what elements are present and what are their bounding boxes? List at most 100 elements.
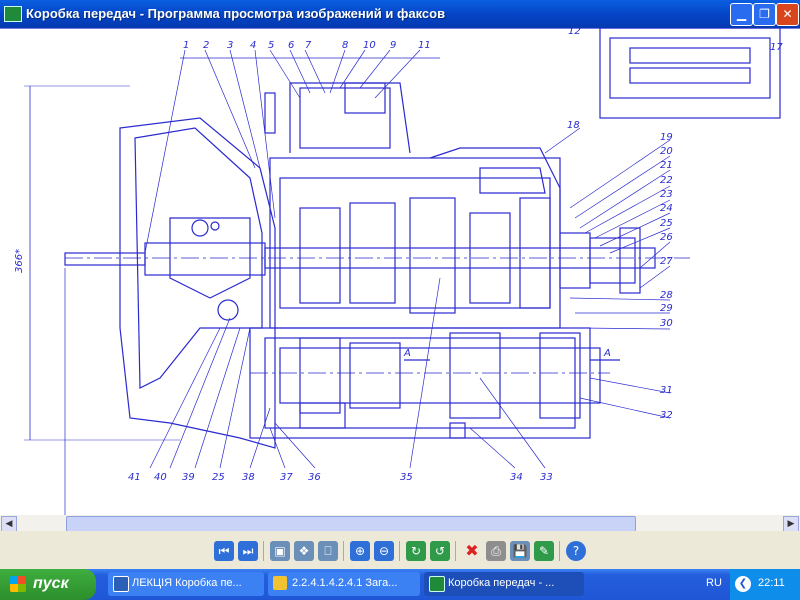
callout-4: 4	[250, 40, 256, 51]
scroll-right-button[interactable]: ▶	[783, 516, 799, 532]
edit-button[interactable]: ✎	[534, 541, 554, 561]
maximize-icon: ❐	[759, 7, 770, 21]
callout-29: 29	[660, 303, 673, 314]
image-canvas[interactable]: 366* A A 1 2 3 4 5 6 7 8 10 9 11 18 19 2…	[0, 28, 800, 515]
taskbar-item-word[interactable]: ЛЕКЦІЯ Коробка пе...	[108, 572, 264, 596]
scroll-left-icon: ◀	[5, 519, 13, 529]
callout-25-bottom: 25	[212, 472, 225, 483]
save-icon: 💾	[512, 544, 528, 558]
taskbar-item-label: 2.2.4.1.4.2.4.1 Загa...	[292, 577, 398, 589]
word-doc-icon	[113, 576, 129, 592]
start-button[interactable]: пуск	[0, 569, 96, 600]
callout-32: 32	[660, 410, 673, 421]
rotate-clockwise-icon: ↻	[410, 544, 422, 558]
callout-34: 34	[510, 472, 523, 483]
toolbar-separator	[455, 541, 456, 561]
window-title: Коробка передач - Программа просмотра из…	[26, 6, 446, 21]
language-indicator[interactable]: RU	[706, 577, 722, 589]
callout-27: 27	[660, 256, 673, 267]
actual-size-button[interactable]: ❖	[294, 541, 314, 561]
callout-38: 38	[242, 472, 255, 483]
close-icon: ✕	[782, 7, 793, 21]
callout-37: 37	[280, 472, 293, 483]
taskbar-item-image-viewer[interactable]: Коробка передач - ...	[424, 572, 584, 596]
title-bar: Коробка передач - Программа просмотра из…	[0, 0, 800, 28]
callout-9: 9	[390, 40, 396, 51]
tray-expand-icon[interactable]: ❮	[735, 576, 751, 592]
image-viewer-app-icon	[4, 6, 22, 22]
callout-40: 40	[154, 472, 167, 483]
folder-icon	[273, 576, 287, 590]
callout-36: 36	[308, 472, 321, 483]
callout-1: 1	[183, 40, 189, 51]
callout-30: 30	[660, 318, 673, 329]
rotate-clockwise-button[interactable]: ↻	[406, 541, 426, 561]
rotate-counterclockwise-icon: ↺	[434, 544, 446, 558]
windows-logo-icon	[10, 576, 26, 592]
next-icon: ⏭	[242, 544, 254, 558]
minimize-button[interactable]: ▁	[730, 3, 753, 26]
image-viewer-icon	[429, 576, 445, 592]
save-button[interactable]: 💾	[510, 541, 530, 561]
next-image-button[interactable]: ⏭	[238, 541, 258, 561]
previous-image-button[interactable]: ⏮	[214, 541, 234, 561]
edit-icon: ✎	[538, 544, 550, 558]
delete-icon: ✖	[465, 541, 479, 560]
toolbar-separator	[343, 541, 344, 561]
callout-12: 12	[568, 28, 581, 37]
previous-icon: ⏮	[218, 544, 230, 558]
callout-33: 33	[540, 472, 553, 483]
zoom-out-button[interactable]: ⊖	[374, 541, 394, 561]
callout-18: 18	[567, 120, 580, 131]
callout-17: 17	[770, 42, 783, 53]
rotate-counterclockwise-button[interactable]: ↺	[430, 541, 450, 561]
taskbar-item-label: Коробка передач - ...	[448, 577, 555, 589]
help-button[interactable]: ?	[566, 541, 586, 561]
viewer-toolbar: ⏮ ⏭ ▣ ❖ ⎕ ⊕ ⊖ ↻ ↺ ✖ ⎙ 💾 ✎ ?	[0, 531, 800, 569]
callout-11: 11	[418, 40, 431, 51]
zoom-in-button[interactable]: ⊕	[350, 541, 370, 561]
callout-19: 19	[660, 132, 673, 143]
zoom-out-icon: ⊖	[378, 544, 390, 558]
callout-24: 24	[660, 203, 673, 214]
callout-20: 20	[660, 146, 673, 157]
callout-8: 8	[342, 40, 348, 51]
toolbar-separator	[263, 541, 264, 561]
print-icon: ⎙	[491, 544, 501, 558]
callout-35: 35	[400, 472, 413, 483]
callout-41: 41	[128, 472, 141, 483]
zoom-in-icon: ⊕	[354, 544, 366, 558]
callout-39: 39	[182, 472, 195, 483]
section-label-left: A	[403, 348, 411, 359]
section-label-right: A	[603, 348, 611, 359]
clock[interactable]: 22:11	[758, 577, 785, 589]
taskbar-item-folder[interactable]: 2.2.4.1.4.2.4.1 Загa...	[268, 572, 420, 596]
best-fit-icon: ▣	[274, 544, 286, 558]
delete-button[interactable]: ✖	[462, 541, 482, 561]
slideshow-icon: ⎕	[324, 544, 332, 558]
callout-21: 21	[660, 160, 673, 171]
callout-22: 22	[660, 175, 673, 186]
best-fit-button[interactable]: ▣	[270, 541, 290, 561]
callout-23: 23	[660, 189, 673, 200]
minimize-icon: ▁	[736, 7, 747, 21]
close-button[interactable]: ✕	[776, 3, 799, 26]
scroll-left-button[interactable]: ◀	[1, 516, 17, 532]
dimension-label: 366*	[14, 249, 25, 273]
scroll-thumb[interactable]	[66, 516, 636, 532]
start-label: пуск	[33, 575, 69, 592]
callout-31: 31	[660, 385, 673, 396]
print-button[interactable]: ⎙	[486, 541, 506, 561]
help-icon: ?	[572, 544, 580, 558]
taskbar-item-label: ЛЕКЦІЯ Коробка пе...	[132, 577, 242, 589]
slideshow-button[interactable]: ⎕	[318, 541, 338, 561]
toolbar-separator	[559, 541, 560, 561]
gearbox-drawing: 366* A A 1 2 3 4 5 6 7 8 10 9 11 18 19 2…	[0, 28, 800, 515]
horizontal-scrollbar[interactable]: ◀ ▶	[0, 515, 800, 532]
callout-7: 7	[305, 40, 312, 51]
maximize-button[interactable]: ❐	[753, 3, 776, 26]
system-tray: ❮ 22:11	[730, 569, 800, 600]
taskbar: пуск ЛЕКЦІЯ Коробка пе... 2.2.4.1.4.2.4.…	[0, 569, 800, 600]
callout-25-right: 25	[660, 218, 673, 229]
callout-28: 28	[660, 290, 673, 301]
